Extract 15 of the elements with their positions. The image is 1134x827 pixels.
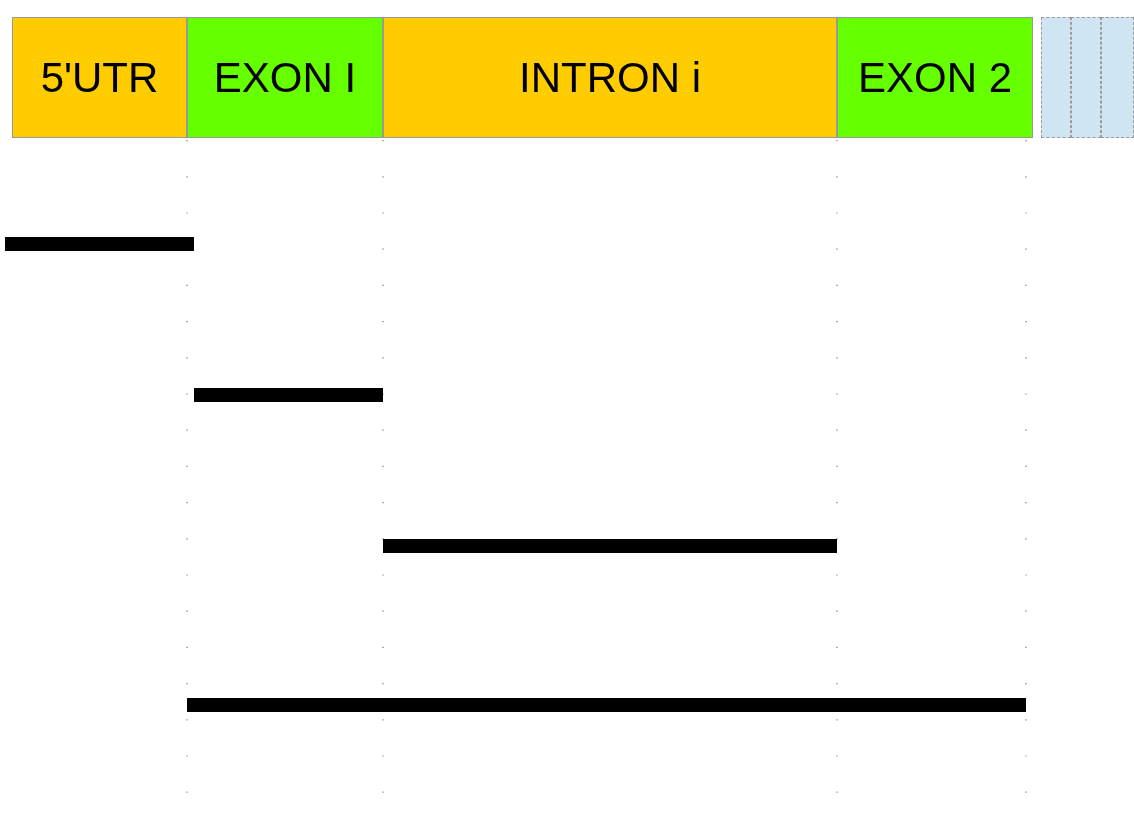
placeholder-box xyxy=(1041,17,1071,138)
placeholder-box xyxy=(1101,17,1134,138)
gene-segment xyxy=(12,17,187,138)
span-bar xyxy=(5,237,194,251)
segment-label: EXON 2 xyxy=(857,53,1013,102)
gene-segment xyxy=(383,17,837,138)
gene-segment xyxy=(187,17,383,138)
span-bar xyxy=(187,698,1026,712)
span-bar xyxy=(383,539,837,553)
span-bar xyxy=(194,388,383,402)
segment-label: INTRON i xyxy=(519,53,701,102)
segment-label: EXON I xyxy=(213,53,357,102)
segment-label: 5'UTR xyxy=(40,53,159,102)
placeholder-box xyxy=(1071,17,1101,138)
gene-segment xyxy=(837,17,1033,138)
